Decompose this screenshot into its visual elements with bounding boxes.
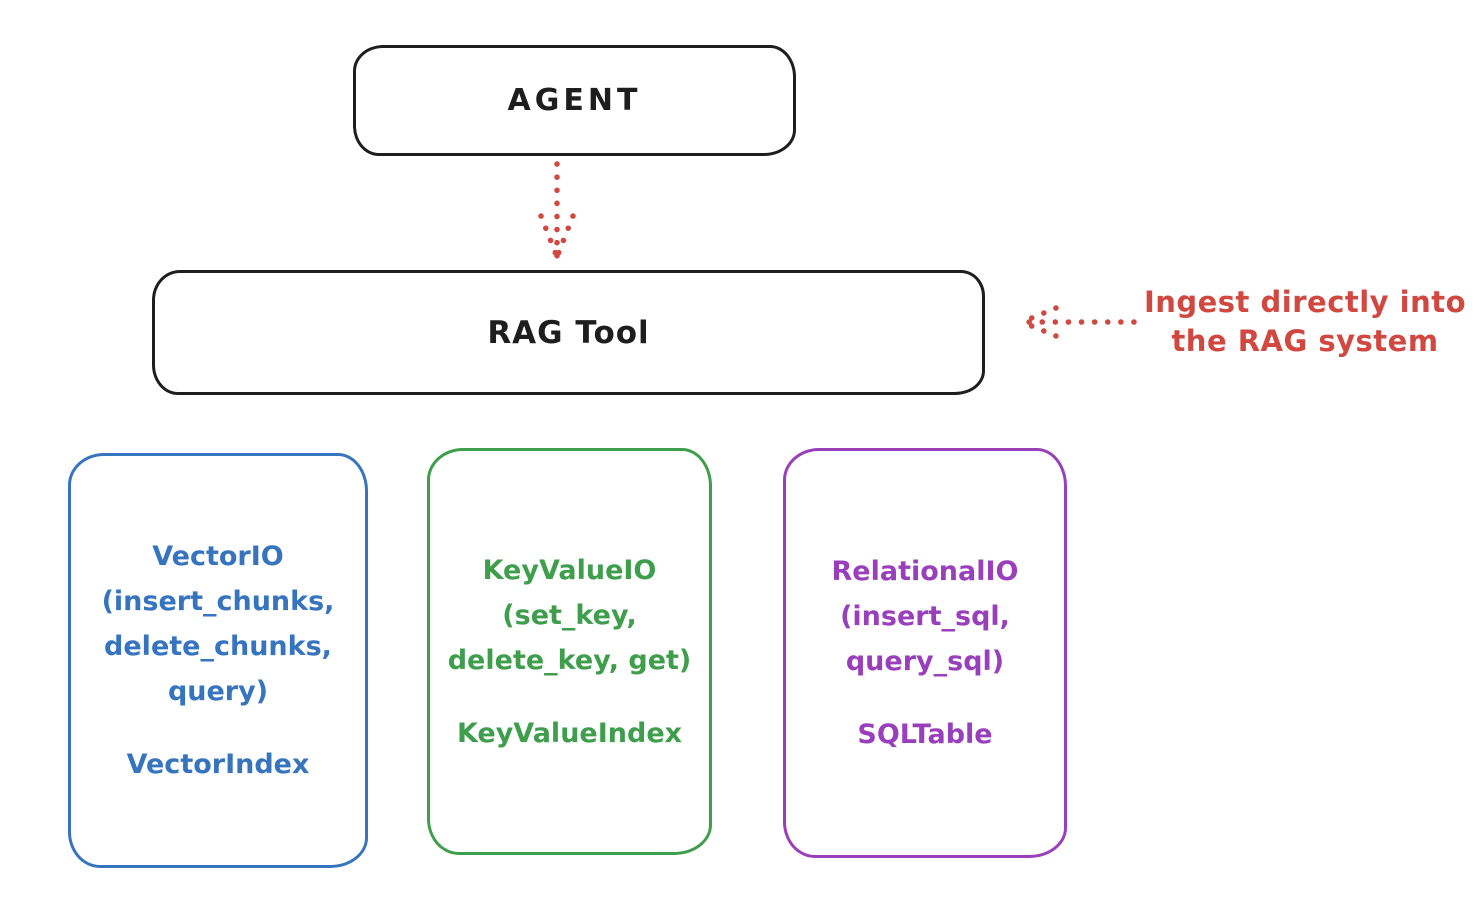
ingest-annotation: Ingest directly into the RAG system — [1138, 283, 1472, 361]
agent-node-label: AGENT — [507, 83, 642, 118]
relational-io-store-node: RelationalIO (insert_sql, query_sql) SQL… — [783, 448, 1067, 858]
agent-node: AGENT — [353, 45, 796, 156]
store-title-line: query_sql) — [845, 646, 1005, 677]
ingest-annotation-line1: Ingest directly into — [1143, 285, 1467, 319]
annotation-to-rag-dotted-arrow-icon — [1019, 305, 1137, 339]
vector-io-store-node: VectorIO (insert_chunks, delete_chunks, … — [68, 453, 368, 868]
store-title-line: KeyValueIO — [482, 554, 657, 586]
agent-to-rag-dotted-arrow-icon — [538, 161, 576, 260]
keyvalue-io-store-node: KeyValueIO (set_key, delete_key, get) Ke… — [427, 448, 712, 855]
store-title-line: delete_chunks, — [104, 631, 332, 662]
store-index-name: VectorIndex — [126, 749, 310, 780]
store-title-line: delete_key, get) — [447, 644, 692, 676]
store-title-line: (insert_chunks, — [101, 586, 335, 617]
store-title-line: VectorIO — [152, 541, 284, 572]
store-title-line: query) — [167, 676, 269, 707]
store-title-line: (set_key, — [502, 599, 637, 631]
ingest-annotation-line2: the RAG system — [1171, 324, 1439, 358]
rag-tool-node: RAG Tool — [152, 270, 985, 395]
store-index-name: SQLTable — [857, 719, 993, 750]
store-title-line: RelationalIO — [831, 556, 1019, 587]
rag-tool-node-label: RAG Tool — [487, 314, 650, 351]
store-index-name: KeyValueIndex — [456, 717, 683, 749]
store-title-line: (insert_sql, — [840, 601, 1010, 632]
